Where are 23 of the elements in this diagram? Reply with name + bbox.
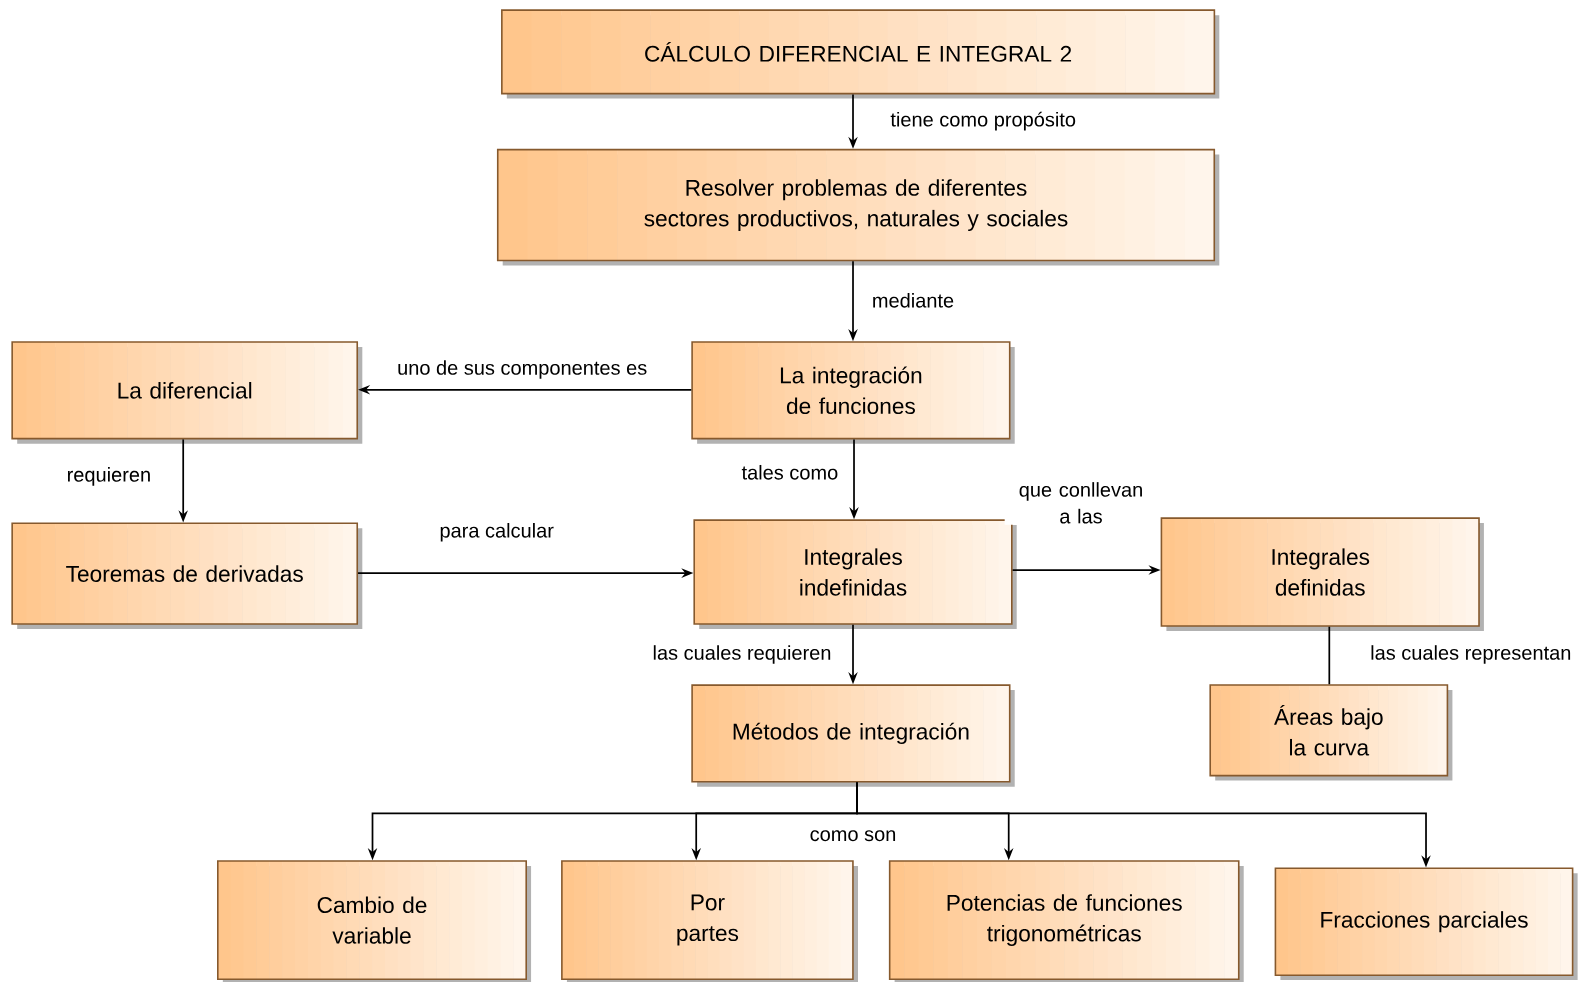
concept-box: Fracciones parciales [1274,867,1578,981]
edge-label: tales como [740,463,840,481]
edge-label: uno de sus componentes es [395,358,649,381]
concept-box: Por partes [561,860,858,982]
concept-box: Resolver problemas de diferentes sectores productivos, naturales y sociales [496,148,1220,266]
concept-box: Métodos de integración [691,684,1015,787]
concept-box: Integrales definidas [1160,517,1484,631]
concept-box: Áreas bajo la curva [1209,684,1453,781]
edge-label: las cuales representan [1368,643,1573,666]
concept-box: La diferencial [11,341,363,444]
concept-box: La integración de funciones [691,341,1015,444]
edge-label: las cuales requieren [651,643,833,666]
edge-label: mediante [870,291,956,309]
concept-box: Integrales indefinidas [693,519,1017,629]
edge-label: que conllevan a las [1004,480,1158,525]
edge-label: para calcular [438,521,556,543]
concept-box: CÁLCULO DIFERENCIAL E INTEGRAL 2 [501,9,1220,99]
edge-label: tiene como propósito [889,110,1078,132]
concept-box: Cambio de variable [217,860,532,982]
edge-label: como son [808,828,898,843]
concept-box: Potencias de funciones trigonométricas [888,860,1244,982]
concept-box: Teoremas de derivadas [11,522,363,629]
edge-label: requieren [65,465,153,488]
